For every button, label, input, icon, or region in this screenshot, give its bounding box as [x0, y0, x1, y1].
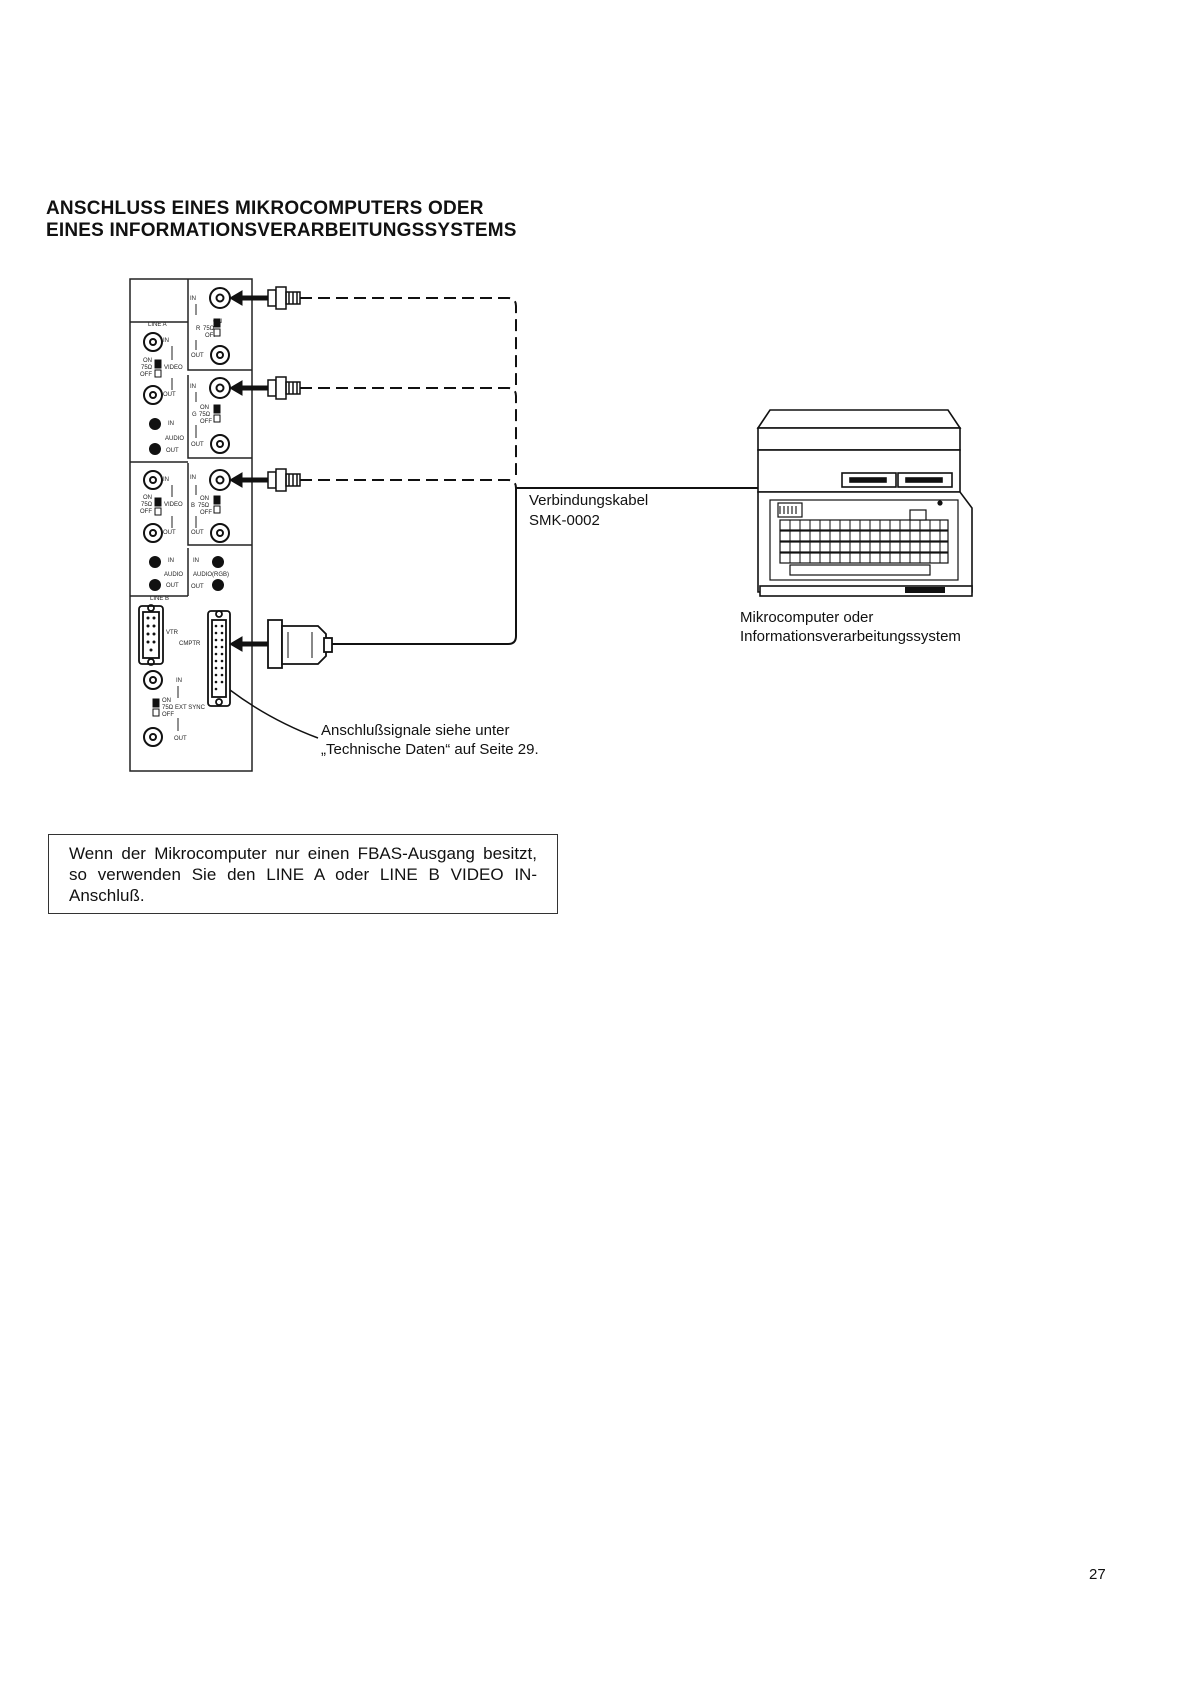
panel-b-audio-label: AUDIO — [164, 572, 183, 578]
ext-sync-out-jack — [143, 727, 163, 747]
panel-r-out-label: OUT — [191, 353, 204, 359]
panel-a-off-label: OFF — [140, 372, 152, 378]
panel-r-ohm-label: 75Ω — [203, 326, 215, 332]
panel-switches — [152, 318, 221, 717]
panel-rgb-audio-out-label: OUT — [191, 584, 204, 590]
panel-g-ohm-label: 75Ω — [199, 412, 211, 418]
signals-leader-line — [229, 689, 319, 739]
bnc-plug-b — [267, 468, 301, 492]
bnc-plugs — [267, 286, 301, 492]
panel-a-on-label: ON — [143, 358, 152, 364]
panel-sync-on-label: ON — [162, 698, 171, 704]
note-text: Wenn der Mikrocomputer nur einen FBAS-Au… — [69, 844, 537, 905]
page-number: 27 — [1089, 1566, 1106, 1583]
line-a-video-in-jack — [143, 332, 163, 352]
rgb-cables — [300, 297, 517, 489]
panel-g-off-label: OFF — [200, 419, 212, 425]
panel-r-in-label: IN — [190, 296, 196, 302]
panel-sync-off-label: OFF — [162, 712, 174, 718]
signals-note-line-2: „Technische Daten“ auf Seite 29. — [321, 741, 539, 758]
panel-r-off-label: OFF — [205, 333, 217, 339]
panel-b-off-label: OFF — [140, 509, 152, 515]
panel-sync-out-label: OUT — [174, 736, 187, 742]
panel-b-video-label: VIDEO — [164, 502, 183, 508]
panel-bnc-connectors — [143, 287, 231, 747]
panel-line-b-label: LINE B — [150, 596, 169, 602]
panel-r-label: R — [196, 326, 201, 332]
panel-b-ohm-label: 75Ω — [141, 502, 153, 508]
cable-label: Verbindungskabel — [529, 492, 649, 509]
panel-rgb-audio-in-label: IN — [193, 558, 199, 564]
panel-bb-ohm-label: 75Ω — [198, 503, 210, 509]
panel-line-a-label: LINE A — [148, 322, 167, 328]
page-title: ANSCHLUSS EINES MIKROCOMPUTERS ODER EINE… — [46, 198, 517, 242]
bnc-plug-g — [267, 376, 301, 400]
line-b-video-in-jack — [143, 470, 163, 490]
panel-g-label: G — [192, 412, 197, 418]
panel-cmptr-label: CMPTR — [179, 641, 201, 647]
g-in-jack — [209, 377, 231, 399]
r-in-jack — [209, 287, 231, 309]
panel-rgb-audio-label: AUDIO(RGB) — [193, 572, 229, 578]
panel-a-out-label: OUT — [163, 392, 176, 398]
computer-label-line-2: Informationsverarbeitungssystem — [740, 628, 961, 645]
computer-label-line-1: Mikrocomputer oder — [740, 609, 874, 626]
keyboard — [769, 499, 959, 581]
line-b-video-out-jack — [143, 523, 163, 543]
monitor-rear-panel — [129, 278, 253, 772]
panel-bb-off-label: OFF — [200, 510, 212, 516]
panel-b-audio-in-label: IN — [168, 558, 174, 564]
panel-bb-out-label: OUT — [191, 530, 204, 536]
panel-sync-in-label: IN — [176, 678, 182, 684]
panel-g-out-label: OUT — [191, 442, 204, 448]
panel-bb-in-label: IN — [190, 475, 196, 481]
title-line-1: ANSCHLUSS EINES MIKROCOMPUTERS ODER — [46, 198, 484, 219]
panel-a-audio-label: AUDIO — [165, 436, 184, 442]
panel-sync-ohm-label: 75Ω — [162, 705, 174, 711]
r-out-jack — [210, 345, 230, 365]
cmptr-connector — [207, 610, 231, 707]
panel-b-out-label: OUT — [163, 530, 176, 536]
b-out-jack — [210, 523, 230, 543]
panel-b-in-label: IN — [163, 477, 169, 483]
b-in-jack — [209, 469, 231, 491]
panel-a-audio-in-label: IN — [168, 421, 174, 427]
disk-drives — [841, 472, 953, 488]
panel-audio-jacks — [149, 418, 224, 591]
panel-a-ohm-label: 75Ω — [141, 365, 153, 371]
vtr-connector — [138, 604, 164, 666]
panel-ext-sync-label: EXT SYNC — [175, 705, 206, 711]
bnc-plug-r — [267, 286, 301, 310]
panel-g-on-label: ON — [200, 405, 209, 411]
title-line-2: EINES INFORMATIONSVERARBEITUNGSSYSTEMS — [46, 220, 517, 241]
panel-bb-label: B — [191, 503, 195, 509]
panel-bb-on-label: ON — [200, 496, 209, 502]
main-cable — [330, 487, 760, 645]
microcomputer-illustration — [756, 409, 973, 597]
connection-arrows — [229, 290, 268, 652]
panel-vtr-label: VTR — [166, 630, 179, 636]
panel-a-video-label: VIDEO — [164, 365, 183, 371]
panel-g-in-label: IN — [190, 384, 196, 390]
cable-model: SMK-0002 — [529, 512, 600, 529]
panel-a-in-label: IN — [163, 338, 169, 344]
g-out-jack — [210, 434, 230, 454]
dsub-plug — [267, 619, 333, 669]
panel-a-audio-out-label: OUT — [166, 448, 179, 454]
ext-sync-in-jack — [143, 670, 163, 690]
signals-note-line-1: Anschlußsignale siehe unter — [321, 722, 510, 739]
note-box: Wenn der Mikrocomputer nur einen FBAS-Au… — [48, 834, 558, 914]
panel-b-audio-out-label: OUT — [166, 583, 179, 589]
line-a-video-out-jack — [143, 385, 163, 405]
panel-b-on-label: ON — [143, 495, 152, 501]
